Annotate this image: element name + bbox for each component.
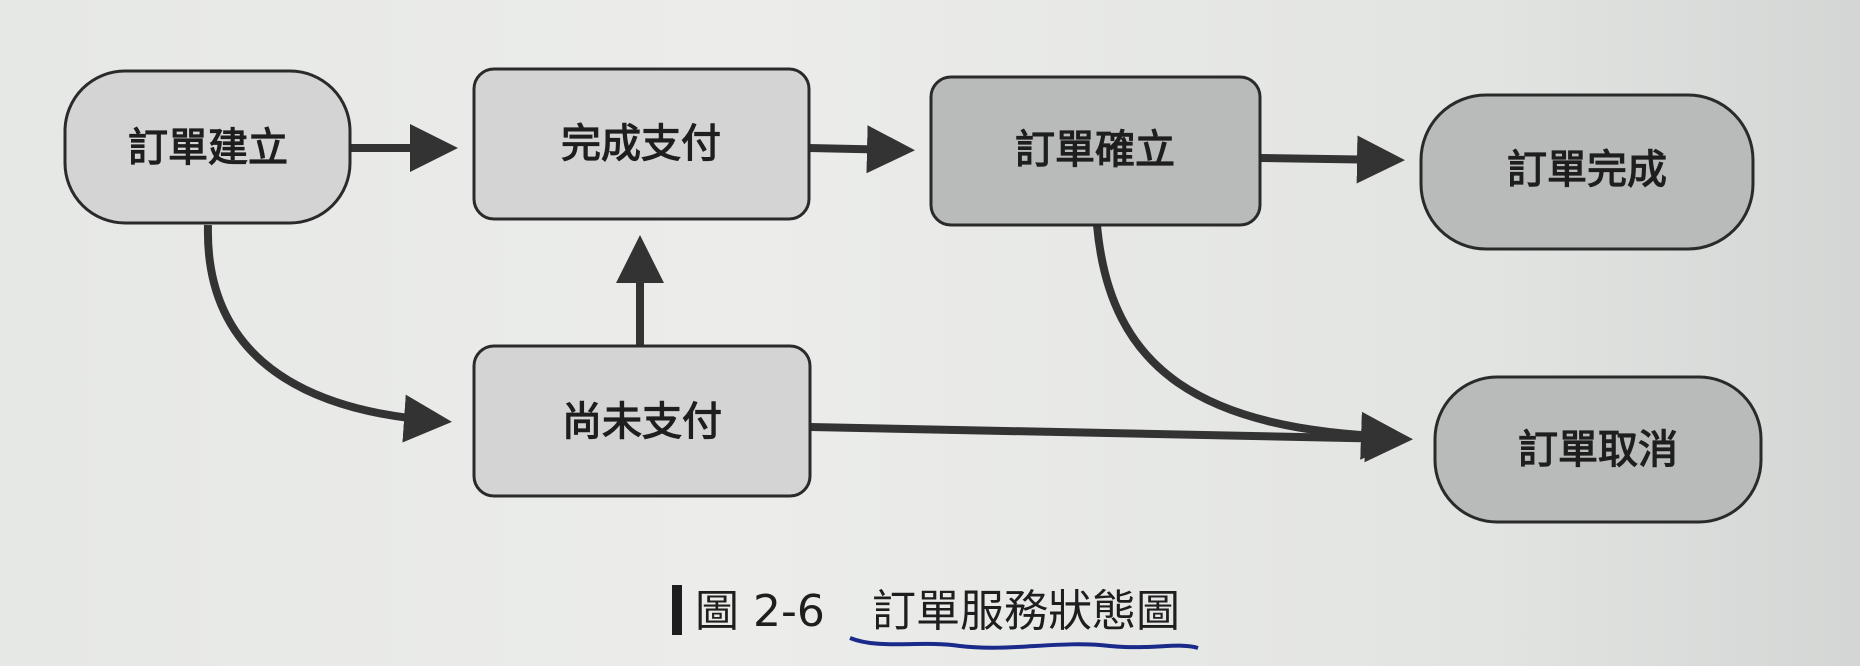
edge-created-to-unpaid <box>203 224 452 443</box>
figure-caption: 圖 2-6 訂單服務狀態圖 <box>672 585 1199 650</box>
node-label: 訂單建立 <box>128 125 288 171</box>
node-label: 尚未支付 <box>562 399 722 445</box>
edge-confirmed-to-completed <box>1259 135 1405 184</box>
node-completed: 訂單完成 <box>1419 93 1755 251</box>
edge-confirmed-to-cancelled <box>1093 224 1409 460</box>
node-unpaid: 尚未支付 <box>472 344 812 498</box>
edge-paid-to-confirmed <box>808 125 915 174</box>
figure-title: 訂單服務狀態圖 <box>872 586 1180 637</box>
node-label: 訂單取消 <box>1518 427 1678 473</box>
handwritten-underline <box>849 636 1199 650</box>
edges <box>203 124 1413 463</box>
node-cancelled: 訂單取消 <box>1433 375 1763 524</box>
node-label: 訂單確立 <box>1015 127 1175 173</box>
node-label: 訂單完成 <box>1507 147 1667 193</box>
node-created: 訂單建立 <box>63 69 352 225</box>
figure-number: 圖 2-6 <box>695 586 825 637</box>
node-confirmed: 訂單確立 <box>929 75 1262 227</box>
node-label: 完成支付 <box>561 121 721 167</box>
caption-bar <box>672 585 682 635</box>
edge-unpaid-to-cancelled <box>809 414 1413 463</box>
node-paid: 完成支付 <box>472 67 811 221</box>
